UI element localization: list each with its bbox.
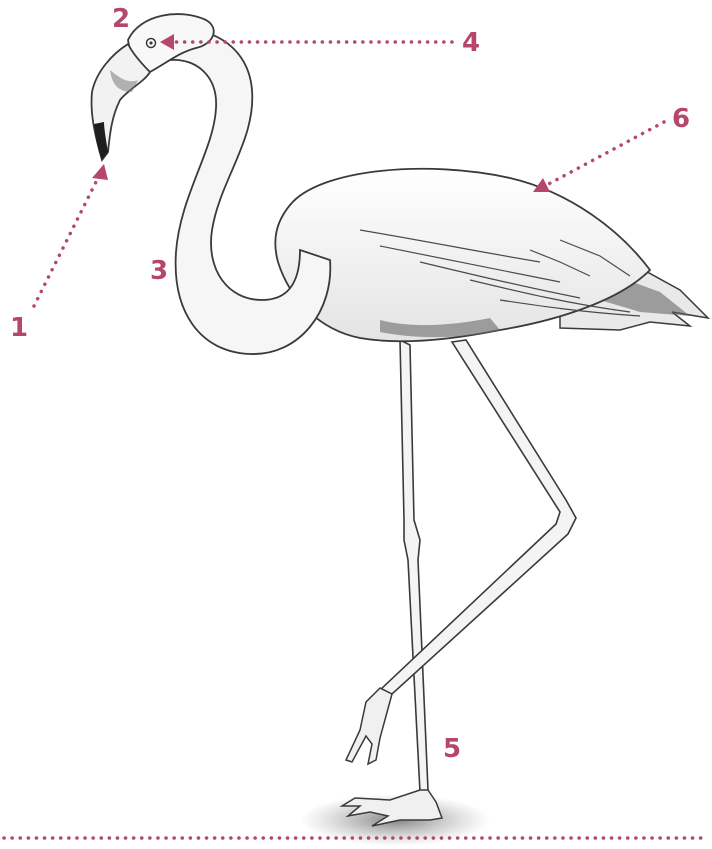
label-3: 3 — [150, 256, 169, 286]
wing-feathers — [359, 229, 641, 317]
arrowhead-4 — [160, 34, 174, 50]
label-6: 6 — [672, 104, 691, 134]
label-2: 2 — [112, 4, 131, 34]
belly-shading — [380, 318, 500, 338]
beak-tip — [94, 122, 108, 160]
standing-leg — [399, 338, 429, 794]
leader-6 — [543, 120, 666, 188]
leader-lines — [2, 40, 710, 840]
eye-pupil — [149, 41, 153, 45]
label-1: 1 — [10, 313, 29, 343]
beak-shading — [110, 70, 138, 92]
bent-leg — [378, 339, 577, 695]
label-4: 4 — [462, 28, 481, 58]
label-5: 5 — [443, 734, 462, 764]
standing-foot — [339, 789, 444, 827]
beak — [90, 42, 152, 162]
arrowhead-6 — [533, 178, 550, 192]
leader-1 — [32, 172, 102, 308]
neck — [148, 26, 332, 355]
bent-foot — [344, 687, 393, 766]
arrowhead-1 — [92, 164, 108, 180]
